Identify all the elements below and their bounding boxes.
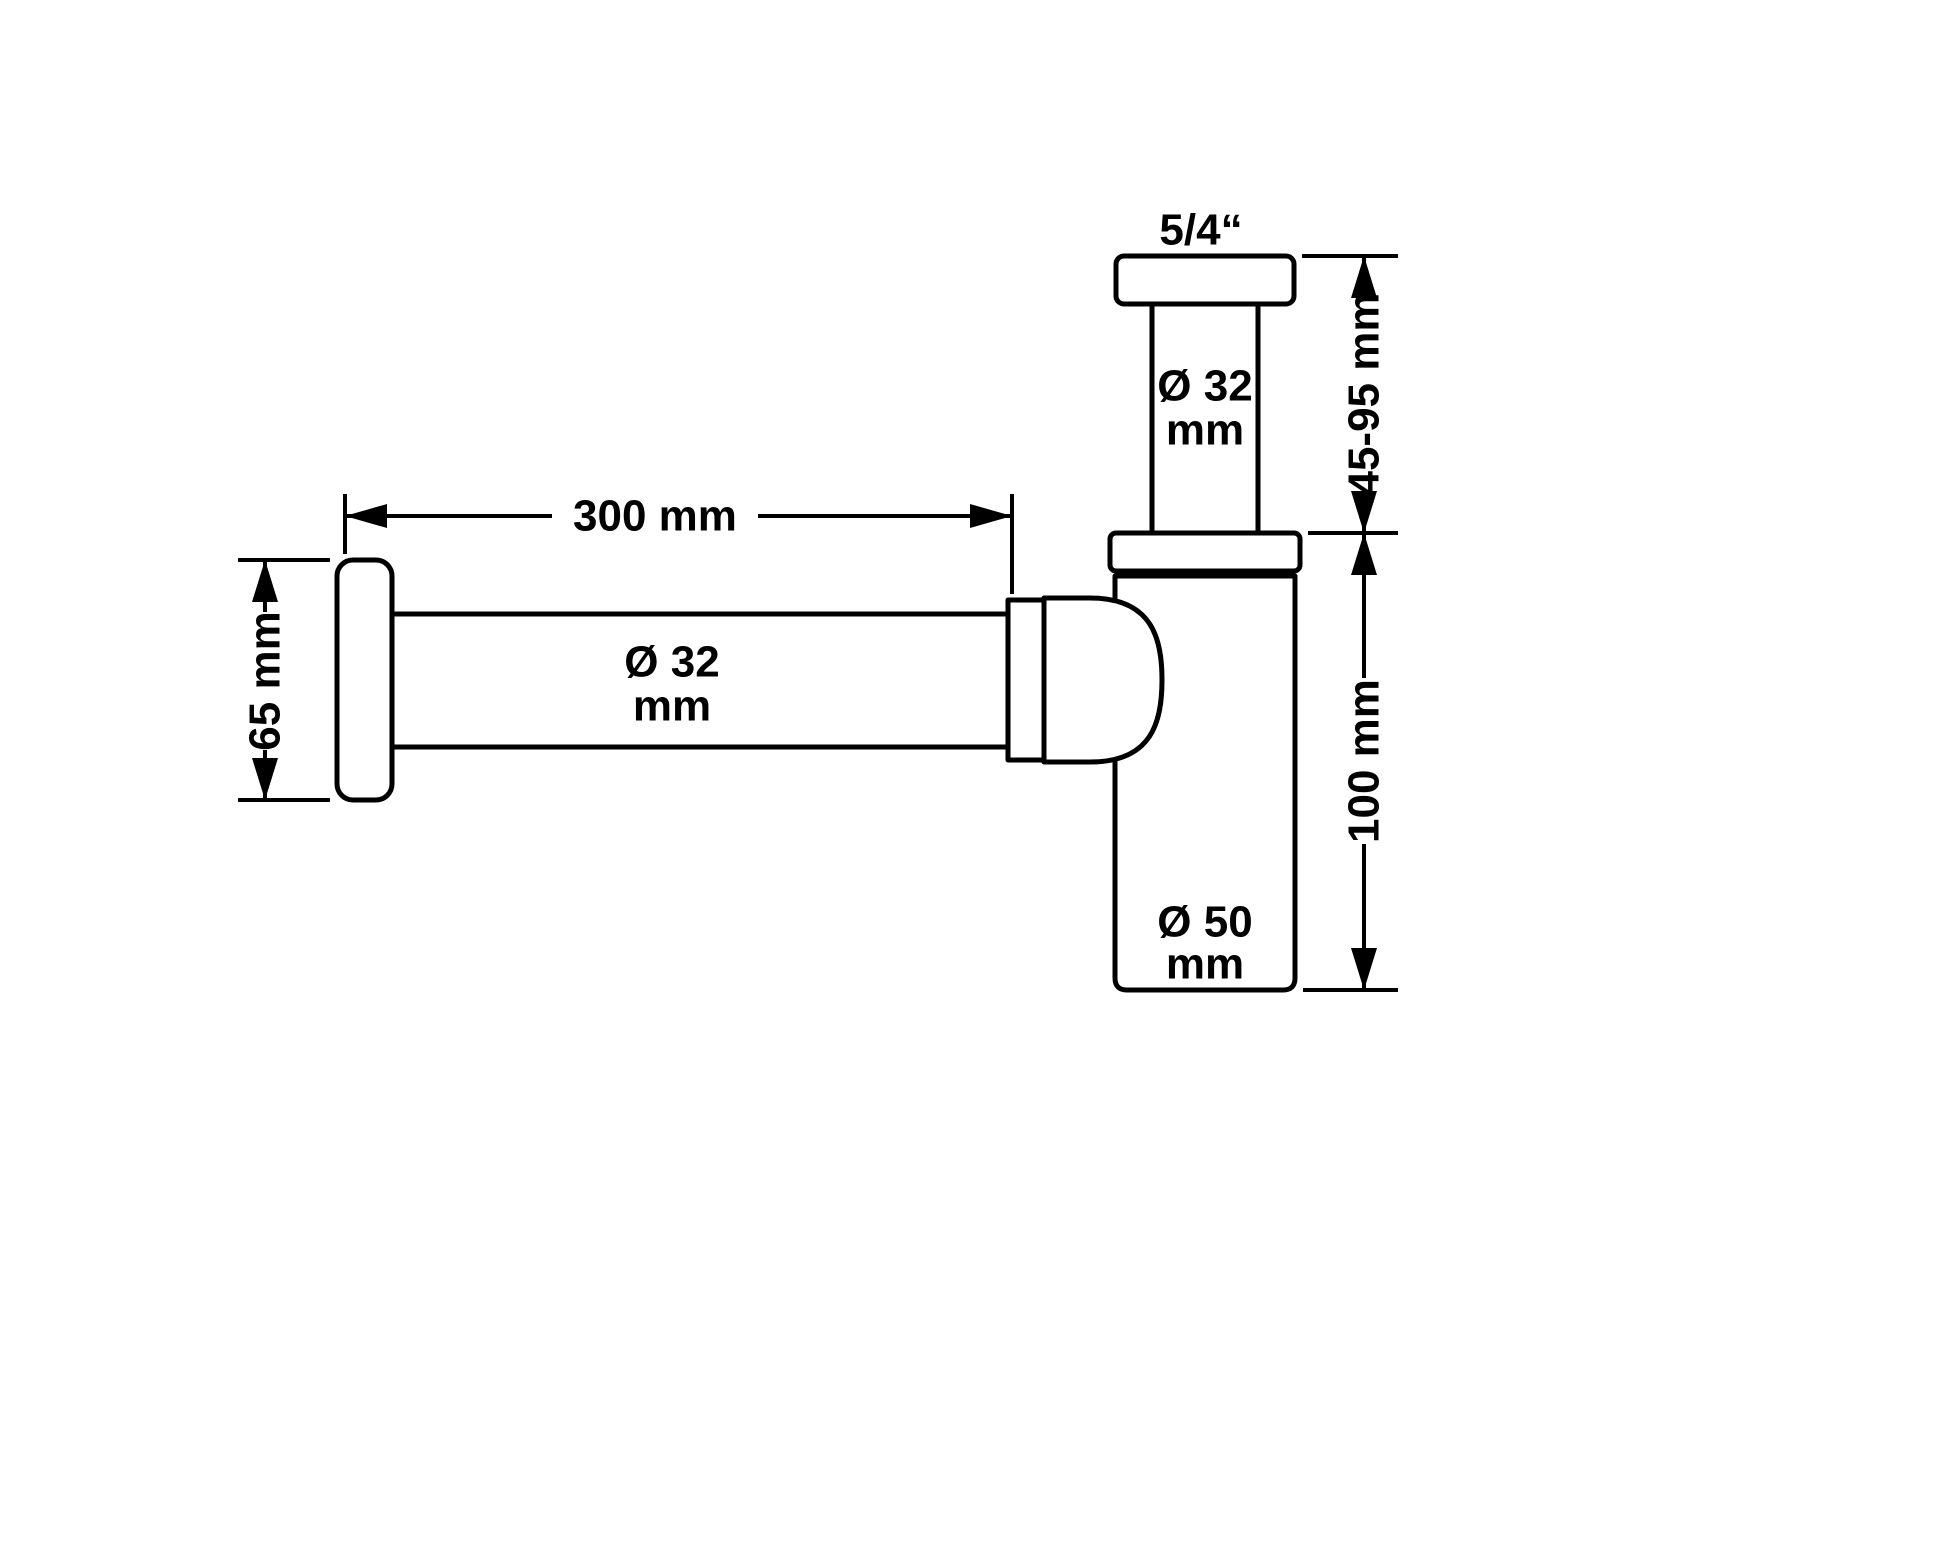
dim-arrow-up: [1351, 256, 1377, 298]
dim-arrow-left: [345, 504, 387, 528]
thread-size-label: 5/4“: [1159, 206, 1242, 255]
wall-pipe-diameter-line1: Ø 32: [624, 638, 719, 687]
wall-flange: [334, 557, 395, 803]
dim-arrow-down: [1351, 948, 1377, 990]
cup-collar: [1107, 530, 1303, 574]
dim-arrow-down: [1351, 491, 1377, 533]
dim-arrow-up: [252, 560, 278, 602]
dimension-flange-diameter: 65 mm: [238, 558, 330, 802]
inlet-pipe: [1149, 277, 1261, 555]
inlet-pipe-diameter-line2: mm: [1166, 406, 1244, 455]
dimension-adjustable-height: 45-95 mm: [1302, 254, 1398, 535]
elbow: [1041, 595, 1165, 765]
cup-diameter-line2: mm: [1166, 940, 1244, 989]
inlet-pipe-diameter-line1: Ø 32: [1157, 362, 1252, 411]
dimension-cup-height-label: 100 mm: [1340, 679, 1389, 843]
pipe-nut: [1005, 597, 1047, 763]
dimension-pipe-length-label: 300 mm: [573, 492, 737, 541]
dimension-cup-height: 100 mm: [1303, 533, 1398, 992]
cup-diameter-line1: Ø 50: [1157, 898, 1252, 947]
dimension-flange-diameter-label: 65 mm: [241, 611, 290, 750]
dim-arrow-up: [1351, 533, 1377, 575]
wall-pipe-diameter-line2: mm: [633, 682, 711, 731]
dim-arrow-down: [252, 758, 278, 800]
inlet-nut: [1113, 253, 1297, 307]
dimension-adjustable-height-label: 45-95 mm: [1340, 292, 1389, 495]
dimension-pipe-length: 300 mm: [343, 492, 1014, 594]
dim-arrow-right: [970, 504, 1012, 528]
part-labels: 5/4“ Ø 32 mm Ø 32 mm Ø 50 mm: [624, 206, 1252, 989]
siphon-outline: [334, 253, 1303, 993]
